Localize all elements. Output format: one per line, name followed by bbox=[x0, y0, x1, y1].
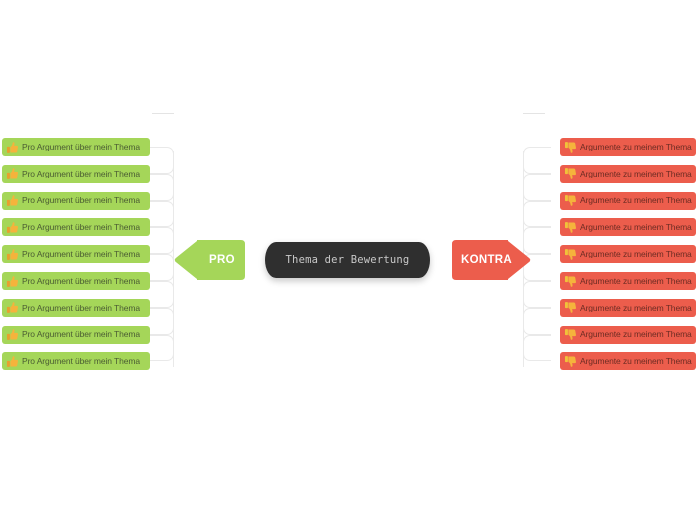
list-item-label: Argumente zu meinem Thema bbox=[580, 249, 692, 259]
connector-bracket bbox=[146, 147, 174, 174]
thumbs-down-icon bbox=[564, 222, 577, 233]
thumbs-up-icon bbox=[6, 248, 19, 260]
list-item-label: Argumente zu meinem Thema bbox=[580, 196, 692, 205]
thumbs-up-icon bbox=[6, 329, 19, 340]
list-item-label: Pro Argument über mein Thema bbox=[22, 303, 140, 313]
connector-bracket bbox=[523, 200, 551, 228]
list-item-label: Argumente zu meinem Thema bbox=[580, 357, 692, 366]
list-item[interactable]: Pro Argument über mein Thema bbox=[2, 272, 150, 290]
kontra-arrow[interactable] bbox=[452, 238, 532, 282]
list-item-label: Argumente zu meinem Thema bbox=[580, 330, 692, 339]
thumbs-up-icon bbox=[6, 356, 19, 367]
kontra-arrow-label: KONTRA bbox=[461, 254, 512, 266]
list-item-label: Pro Argument über mein Thema bbox=[22, 357, 140, 366]
thumbs-down-icon bbox=[564, 141, 577, 153]
list-item-label: Pro Argument über mein Thema bbox=[22, 169, 140, 179]
pro-connector-stub bbox=[152, 113, 174, 114]
list-item-label: Argumente zu meinem Thema bbox=[580, 223, 692, 232]
list-item[interactable]: Pro Argument über mein Thema bbox=[2, 352, 150, 371]
list-item[interactable]: Pro Argument über mein Thema bbox=[2, 298, 150, 317]
list-item-label: Pro Argument über mein Thema bbox=[22, 196, 140, 205]
pro-connector-group bbox=[146, 147, 174, 367]
thumbs-down-icon bbox=[564, 275, 577, 287]
connector-bracket bbox=[146, 200, 174, 228]
pro-arrow[interactable] bbox=[173, 238, 245, 282]
list-item[interactable]: Pro Argument über mein Thema bbox=[2, 164, 150, 183]
list-item[interactable]: Argumente zu meinem Thema bbox=[560, 245, 696, 264]
connector-bracket bbox=[523, 281, 551, 308]
thumbs-up-icon bbox=[6, 302, 19, 314]
list-item[interactable]: Pro Argument über mein Thema bbox=[2, 245, 150, 264]
list-item[interactable]: Pro Argument über mein Thema bbox=[2, 325, 150, 344]
list-item-label: Argumente zu meinem Thema bbox=[580, 142, 692, 152]
list-item[interactable]: Argumente zu meinem Thema bbox=[560, 298, 696, 317]
list-item-label: Pro Argument über mein Thema bbox=[22, 276, 140, 286]
list-item[interactable]: Pro Argument über mein Thema bbox=[2, 191, 150, 210]
list-item[interactable]: Argumente zu meinem Thema bbox=[560, 191, 696, 210]
pro-arrow-label: PRO bbox=[209, 254, 235, 266]
connector-bracket bbox=[146, 254, 174, 281]
center-topic-label: Thema der Bewertung bbox=[285, 254, 410, 266]
list-item-label: Pro Argument über mein Thema bbox=[22, 142, 140, 152]
thumbs-up-icon bbox=[6, 195, 19, 206]
list-item-label: Pro Argument über mein Thema bbox=[22, 330, 140, 339]
list-item-label: Argumente zu meinem Thema bbox=[580, 303, 692, 313]
thumbs-down-icon bbox=[564, 329, 577, 340]
kontra-connector-stub bbox=[523, 113, 545, 114]
list-item-label: Pro Argument über mein Thema bbox=[22, 223, 140, 232]
list-item[interactable]: Pro Argument über mein Thema bbox=[2, 138, 150, 156]
center-topic-node[interactable]: Thema der Bewertung bbox=[265, 242, 430, 278]
connector-bracket bbox=[146, 307, 174, 335]
list-item[interactable]: Pro Argument über mein Thema bbox=[2, 218, 150, 237]
thumbs-down-icon bbox=[564, 195, 577, 206]
connector-bracket bbox=[146, 227, 174, 255]
thumbs-down-icon bbox=[564, 356, 577, 367]
thumbs-down-icon bbox=[564, 168, 577, 180]
connector-bracket bbox=[523, 147, 551, 174]
list-item[interactable]: Argumente zu meinem Thema bbox=[560, 138, 696, 156]
thumbs-up-icon bbox=[6, 168, 19, 180]
thumbs-up-icon bbox=[6, 222, 19, 233]
list-item-label: Argumente zu meinem Thema bbox=[580, 169, 692, 179]
thumbs-down-icon bbox=[564, 248, 577, 260]
list-item[interactable]: Argumente zu meinem Thema bbox=[560, 164, 696, 183]
thumbs-down-icon bbox=[564, 302, 577, 314]
thumbs-up-icon bbox=[6, 141, 19, 153]
list-item[interactable]: Argumente zu meinem Thema bbox=[560, 352, 696, 371]
connector-bracket bbox=[146, 173, 174, 201]
thumbs-up-icon bbox=[6, 275, 19, 287]
list-item[interactable]: Argumente zu meinem Thema bbox=[560, 218, 696, 237]
list-item-label: Argumente zu meinem Thema bbox=[580, 276, 692, 286]
connector-bracket bbox=[523, 334, 551, 362]
list-item[interactable]: Argumente zu meinem Thema bbox=[560, 272, 696, 290]
list-item[interactable]: Argumente zu meinem Thema bbox=[560, 325, 696, 344]
connector-bracket bbox=[523, 307, 551, 335]
connector-bracket bbox=[523, 173, 551, 201]
list-item-label: Pro Argument über mein Thema bbox=[22, 249, 140, 259]
connector-bracket bbox=[146, 334, 174, 362]
connector-bracket bbox=[146, 281, 174, 308]
